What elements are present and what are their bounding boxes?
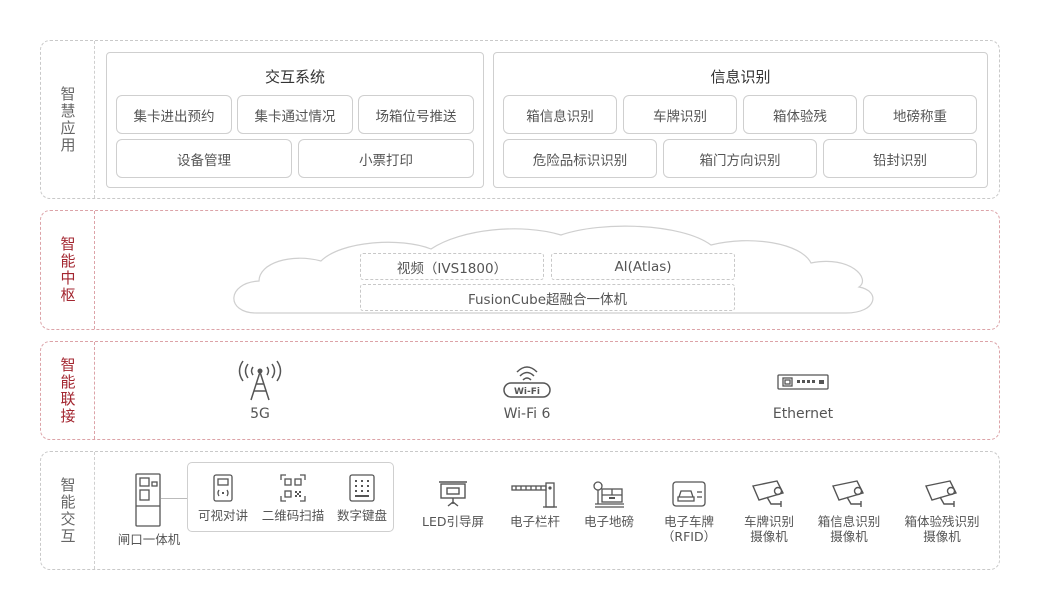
digital-keypad: 数字键盘 [331, 474, 393, 523]
rfid-plate-label: 电子车牌 [663, 514, 714, 529]
conn-5g-label: 5G [250, 406, 270, 422]
btn-seal[interactable]: 铅封识别 [823, 139, 977, 178]
weighbridge: 电子地磅 [573, 480, 645, 529]
connect-layer: 智能联接 5G Wi-Fi Wi-Fi 6 [40, 341, 1000, 440]
plate-camera-sub: 摄像机 [750, 529, 788, 544]
btn-box-info[interactable]: 箱信息识别 [503, 95, 617, 134]
keypad-label: 数字键盘 [336, 508, 387, 523]
layer-title-device: 智能交互 [41, 452, 95, 569]
interaction-title: 交互系统 [264, 68, 325, 86]
keypad-icon [349, 474, 375, 502]
box-info-camera-label: 箱信息识别 [817, 514, 881, 529]
btn-weighbridge[interactable]: 地磅称重 [863, 95, 977, 134]
barrier-gate-label: 电子栏杆 [509, 514, 560, 529]
gate-kiosk-icon [135, 473, 161, 527]
box-damage-camera-sub: 摄像机 [923, 529, 961, 544]
btn-box-damage[interactable]: 箱体验残 [743, 95, 857, 134]
box-damage-camera-label: 箱体验残识别 [904, 514, 980, 529]
btn-plate[interactable]: 车牌识别 [623, 95, 737, 134]
weighbridge-icon [593, 481, 624, 508]
qr-code-icon [280, 474, 306, 502]
rfid-plate: 电子车牌 （RFID） [651, 480, 727, 544]
cell-tower-icon [238, 360, 282, 401]
btn-hazard[interactable]: 危险品标识识别 [503, 139, 657, 178]
qr-scanner-label: 二维码扫描 [261, 508, 325, 523]
middle-layer: 智能中枢 视频（IVS1800） AI(Atlas) FusionCube超融合… [40, 210, 1000, 330]
box-info-camera-sub: 摄像机 [830, 529, 868, 544]
fusioncube-box: FusionCube超融合一体机 [360, 284, 735, 311]
kiosk-connector [161, 498, 187, 499]
qr-scanner: 二维码扫描 [255, 474, 331, 523]
btn-ticket-print[interactable]: 小票打印 [298, 139, 474, 178]
conn-wifi-label: Wi-Fi 6 [503, 406, 551, 422]
rfid-plate-sub: （RFID） [661, 529, 717, 544]
barrier-gate-icon [511, 482, 557, 508]
weighbridge-label: 电子地磅 [583, 514, 634, 529]
interaction-panel: 交互系统 集卡进出预约 集卡通过情况 场箱位号推送 设备管理 小票打印 [106, 52, 484, 188]
conn-5g: 5G [200, 360, 320, 422]
layer-title-app: 智慧应用 [41, 41, 95, 198]
recognition-title: 信息识别 [710, 68, 771, 86]
kiosk-parts-group: 可视对讲 二维码扫描 [187, 462, 394, 532]
btn-truck-booking[interactable]: 集卡进出预约 [116, 95, 232, 134]
wifi-badge-text: Wi-Fi [514, 387, 540, 397]
intercom-label: 可视对讲 [197, 508, 248, 523]
box-info-camera: 箱信息识别 摄像机 [809, 480, 889, 544]
video-intercom: 可视对讲 [192, 474, 254, 523]
gate-kiosk-label: 闸口一体机 [117, 532, 181, 547]
led-screen-label: LED引导屏 [422, 514, 484, 529]
layer-title-middle: 智能中枢 [41, 211, 95, 329]
ethernet-switch-icon [777, 374, 829, 390]
wifi-icon: Wi-Fi [503, 366, 551, 398]
btn-yard-slot[interactable]: 场箱位号推送 [358, 95, 474, 134]
camera-icon [925, 480, 958, 507]
box-damage-camera: 箱体验残识别 摄像机 [895, 480, 989, 544]
video-ivs-box: 视频（IVS1800） [360, 253, 544, 280]
camera-icon [832, 480, 865, 507]
plate-camera: 车牌识别 摄像机 [731, 480, 807, 544]
conn-wifi: Wi-Fi Wi-Fi 6 [467, 360, 587, 422]
barrier-gate: 电子栏杆 [499, 480, 571, 529]
btn-door-dir[interactable]: 箱门方向识别 [663, 139, 817, 178]
btn-truck-status[interactable]: 集卡通过情况 [237, 95, 353, 134]
btn-device-mgmt[interactable]: 设备管理 [116, 139, 292, 178]
device-layer: 智能交互 闸口一体机 可视对讲 [40, 451, 1000, 570]
app-layer: 智慧应用 交互系统 集卡进出预约 集卡通过情况 场箱位号推送 设备管理 小票打印… [40, 40, 1000, 199]
recognition-panel: 信息识别 箱信息识别 车牌识别 箱体验残 地磅称重 危险品标识识别 箱门方向识别… [493, 52, 988, 188]
conn-ethernet-label: Ethernet [772, 406, 834, 422]
led-screen-icon [439, 481, 467, 507]
camera-icon [752, 480, 785, 507]
ai-atlas-box: AI(Atlas) [551, 253, 735, 280]
plate-camera-label: 车牌识别 [743, 514, 794, 529]
layer-title-connect: 智能联接 [41, 342, 95, 439]
intercom-icon [213, 474, 233, 502]
conn-ethernet: Ethernet [743, 360, 863, 422]
rfid-plate-icon [672, 481, 706, 507]
led-screen: LED引导屏 [411, 480, 495, 529]
gate-kiosk: 闸口一体机 [109, 472, 189, 547]
